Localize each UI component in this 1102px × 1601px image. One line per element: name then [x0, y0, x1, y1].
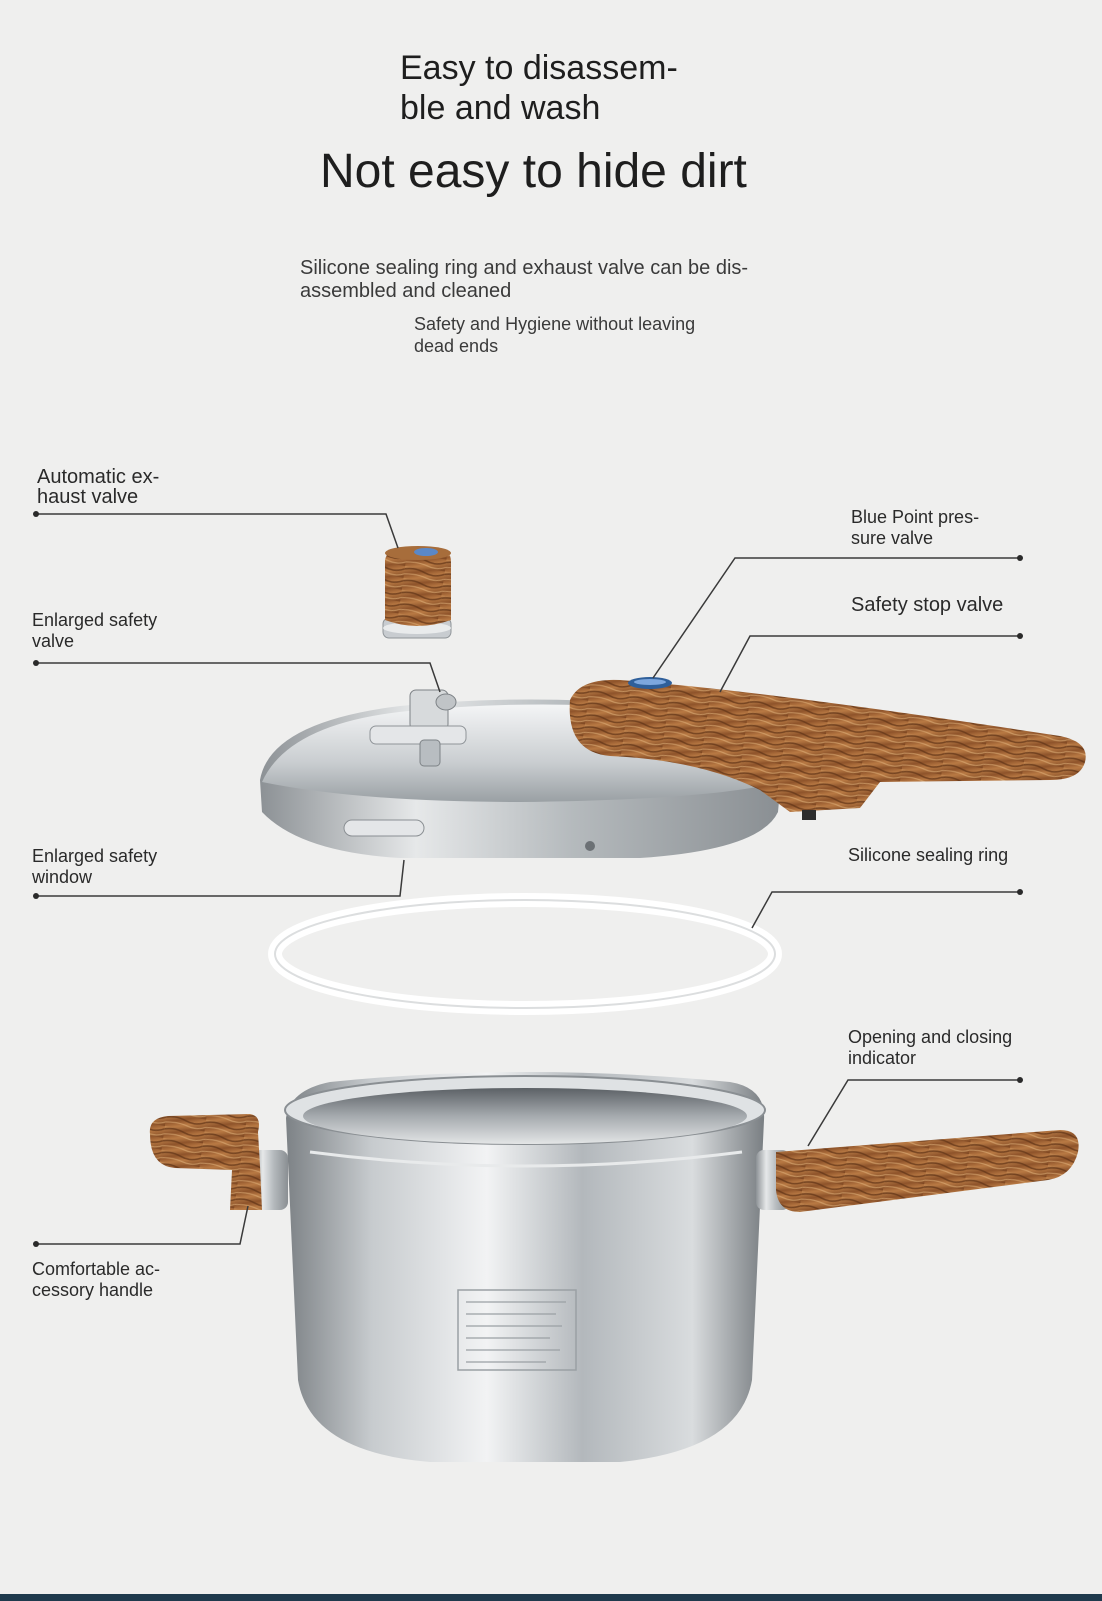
label-enlarged-safety-window: Enlarged safety window [32, 846, 158, 887]
label-opening-closing-indicator: Opening and closing indicator [848, 1027, 1013, 1068]
label-safety-stop-valve: Safety stop valve [851, 594, 1004, 616]
description-text1: Silicone sealing ring and exhaust valve … [300, 257, 749, 302]
label-silicone-sealing-ring: Silicone sealing ring [848, 845, 1009, 865]
exhaust-valve-cap [382, 546, 452, 639]
leader-lines [36, 513, 1020, 1245]
label-blue-point-valve: Blue Point pres- sure valve [851, 507, 980, 548]
heading-line1: Easy to disassem- ble and wash [400, 49, 678, 127]
pot-left-handle [149, 1114, 288, 1210]
pot-right-handle [756, 1130, 1079, 1212]
leader-dots [33, 511, 1023, 1247]
silicone-sealing-ring [268, 893, 782, 1015]
label-automatic-exhaust-valve: Automatic ex- haust valve [37, 466, 160, 508]
label-comfortable-handle: Comfortable ac- cessory handle [32, 1259, 161, 1300]
heading-line2: Not easy to hide dirt [320, 145, 747, 198]
label-enlarged-safety-valve: Enlarged safety valve [32, 610, 158, 651]
cooker-pot [284, 1072, 766, 1462]
bottom-bar [0, 1594, 1102, 1601]
lid-handle [569, 677, 1086, 820]
description-text2: Safety and Hygiene without leaving dead … [414, 314, 696, 356]
